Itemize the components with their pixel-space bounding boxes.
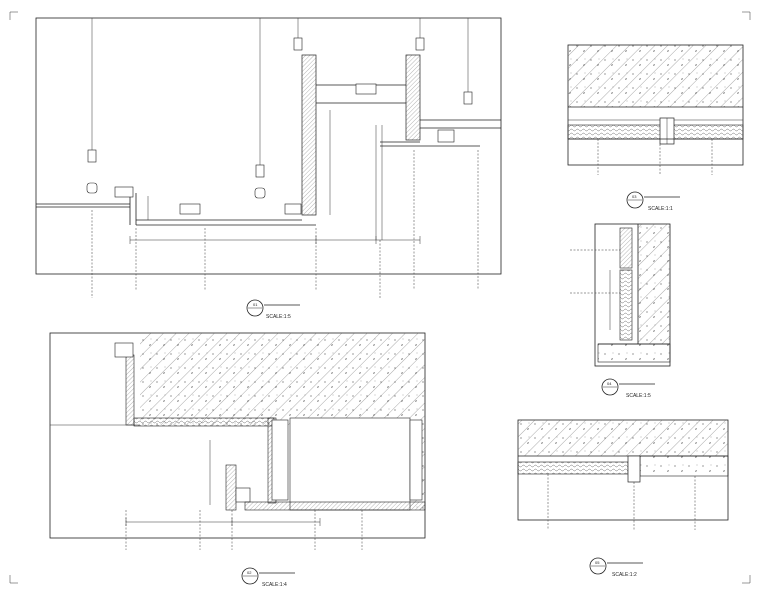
leader-lines-05: [547, 474, 696, 530]
detail-03-tag: 03 SCALE:1:1: [626, 191, 680, 212]
leader-lines-03: [597, 139, 713, 175]
leader-lines: [91, 150, 479, 298]
leader-lines-02: [125, 510, 363, 550]
dimension-line: [129, 110, 421, 244]
detail-03-section: [567, 44, 744, 175]
detail-05-tag: 05 SCALE:1:2: [589, 557, 643, 578]
detail-03-scale: SCALE:1:1: [648, 206, 673, 212]
hanger-clips: [86, 37, 473, 199]
detail-02-number: 02: [247, 570, 252, 575]
detail-01-scale: SCALE:1:5: [266, 314, 291, 320]
detail-01-section: [35, 17, 502, 298]
detail-01-number: 01: [253, 302, 258, 307]
detail-05-section: [517, 419, 729, 530]
leader-lines-04: [570, 249, 620, 294]
detail-05-number: 05: [595, 560, 600, 565]
hanger-rods: [91, 18, 469, 165]
corner-marks: [9, 11, 751, 584]
detail-04-number: 04: [607, 381, 612, 386]
detail-04-section: [570, 223, 671, 367]
detail-05-scale: SCALE:1:2: [612, 572, 637, 578]
detail-01-tag: 01 SCALE:1:5: [246, 299, 300, 320]
detail-03-number: 03: [632, 194, 637, 199]
detail-04-scale: SCALE:1:5: [626, 393, 651, 399]
detail-04-tag: 04 SCALE:1:5: [601, 378, 655, 399]
detail-02-section: [49, 332, 426, 550]
detail-02-tag: 02 SCALE:1:4: [241, 567, 295, 588]
detail-02-scale: SCALE:1:4: [262, 582, 287, 588]
